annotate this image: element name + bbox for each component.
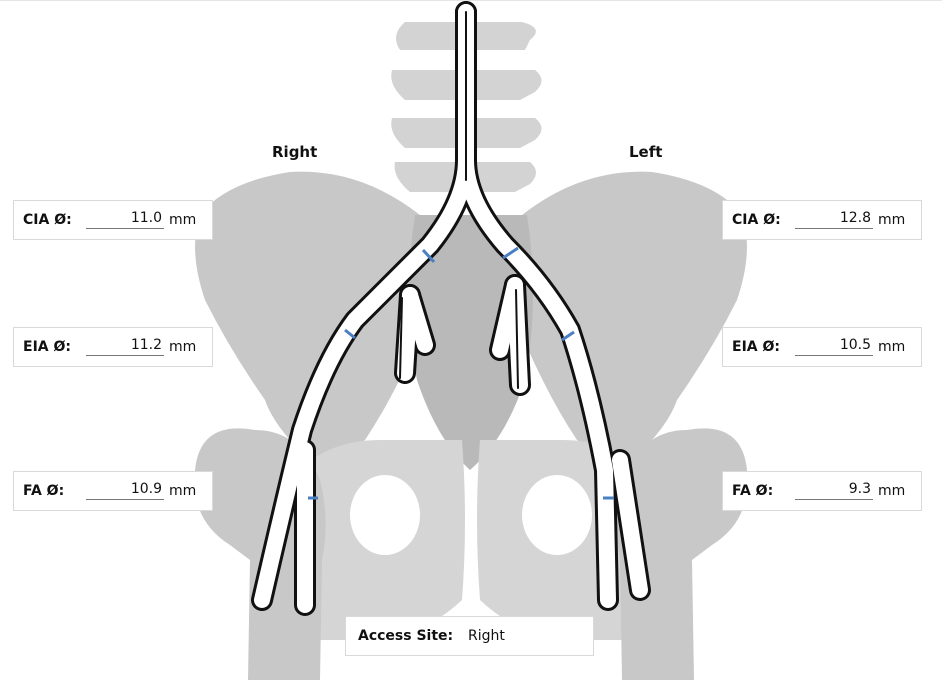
right-cia-box: CIA Ø: mm <box>13 200 213 240</box>
left-cia-label: CIA Ø: <box>732 212 781 228</box>
right-eia-input[interactable] <box>86 335 164 356</box>
left-fa-label: FA Ø: <box>732 483 773 499</box>
right-obturator <box>350 475 420 555</box>
left-side-label: Left <box>629 143 662 161</box>
right-fa-label: FA Ø: <box>23 483 64 499</box>
right-eia-unit: mm <box>169 339 196 355</box>
left-eia-unit: mm <box>878 339 905 355</box>
right-fa-unit: mm <box>169 483 196 499</box>
left-obturator <box>522 475 592 555</box>
right-eia-label: EIA Ø: <box>23 339 71 355</box>
left-cia-box: CIA Ø: mm <box>722 200 922 240</box>
left-fa-unit: mm <box>878 483 905 499</box>
left-eia-box: EIA Ø: mm <box>722 327 922 367</box>
right-eia-box: EIA Ø: mm <box>13 327 213 367</box>
right-cia-label: CIA Ø: <box>23 212 72 228</box>
right-fa-input[interactable] <box>86 479 164 500</box>
right-side-label: Right <box>272 143 317 161</box>
right-cia-input[interactable] <box>86 208 164 229</box>
left-fa-box: FA Ø: mm <box>722 471 922 511</box>
right-cia-unit: mm <box>169 212 196 228</box>
access-site-label: Access Site: <box>358 628 453 644</box>
left-cia-unit: mm <box>878 212 905 228</box>
left-fa-input[interactable] <box>795 479 873 500</box>
left-ilium <box>502 172 747 470</box>
left-cia-input[interactable] <box>795 208 873 229</box>
pelvis <box>194 172 747 680</box>
left-eia-input[interactable] <box>795 335 873 356</box>
access-site-value[interactable]: Right <box>468 628 505 644</box>
left-eia-label: EIA Ø: <box>732 339 780 355</box>
access-site-box: Access Site: Right <box>345 616 594 656</box>
right-fa-box: FA Ø: mm <box>13 471 213 511</box>
